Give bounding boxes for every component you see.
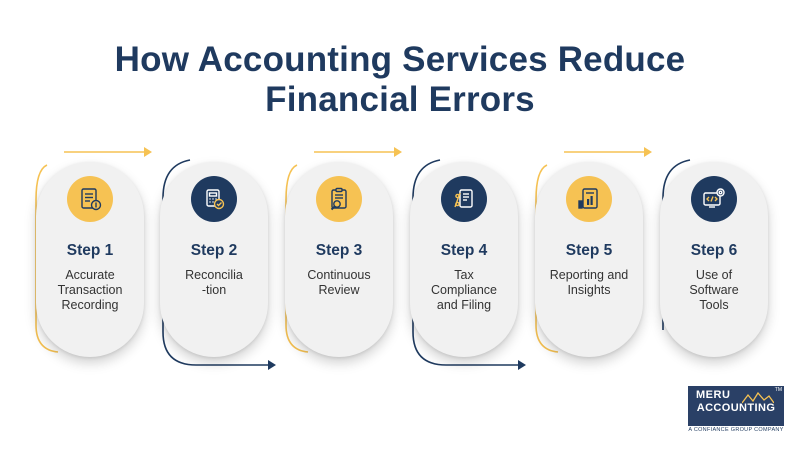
logo-line-2: ACCOUNTING (696, 402, 776, 414)
step-2-label: Step 2 (190, 242, 238, 259)
connector-2-3 (162, 159, 270, 366)
arrow-head-bottom-1 (268, 360, 276, 370)
calculator-clipboard-icon (191, 176, 237, 222)
step-5-label: Step 5 (565, 242, 613, 259)
transaction-ledger-icon (67, 176, 113, 222)
step-3-label: Step 3 (315, 242, 363, 259)
tax-document-icon (441, 176, 487, 222)
clipboard-magnifier-icon (316, 176, 362, 222)
logo-peaks-icon (742, 392, 774, 404)
step-card-5: Step 5 Reporting and Insights (535, 162, 643, 357)
arrow-head-bottom-2 (518, 360, 526, 370)
step-card-1: Step 1 Accurate Transaction Recording (36, 162, 144, 357)
step-1-description: Accurate Transaction Recording (57, 268, 123, 312)
software-gear-icon (691, 176, 737, 222)
title-line-1: How Accounting Services Reduce (114, 40, 686, 79)
step-card-3: Step 3 Continuous Review (285, 162, 393, 357)
step-5-description: Reporting and Insights (549, 268, 629, 297)
step-card-2: Step 2 Reconcilia -tion (160, 162, 268, 357)
step-1-label: Step 1 (66, 242, 114, 259)
logo-subtitle: A CONFIANCE GROUP COMPANY (688, 427, 784, 433)
step-card-4: Step 4 Tax Compliance and Filing (410, 162, 518, 357)
report-chart-icon (566, 176, 612, 222)
logo-line-1: MERU (696, 389, 731, 401)
step-2-description: Reconcilia -tion (185, 268, 243, 297)
step-3-description: Continuous Review (307, 268, 371, 297)
step-card-6: Step 6 Use of Software Tools (660, 162, 768, 357)
connector-4-5 (412, 159, 520, 366)
step-4-description: Tax Compliance and Filing (430, 268, 497, 312)
arrow-head-top-2 (394, 147, 402, 157)
step-6-label: Step 6 (690, 242, 738, 259)
logo-tm: TM (774, 387, 782, 393)
company-logo: MERU ACCOUNTING TM (688, 386, 784, 426)
step-4-label: Step 4 (440, 242, 488, 259)
arrow-head-top-1 (144, 147, 152, 157)
step-6-description: Use of Software Tools (689, 268, 739, 312)
page-title: How Accounting Services Reduce Financial… (0, 40, 800, 120)
title-line-2: Financial Errors (265, 80, 535, 119)
arrow-head-top-3 (644, 147, 652, 157)
